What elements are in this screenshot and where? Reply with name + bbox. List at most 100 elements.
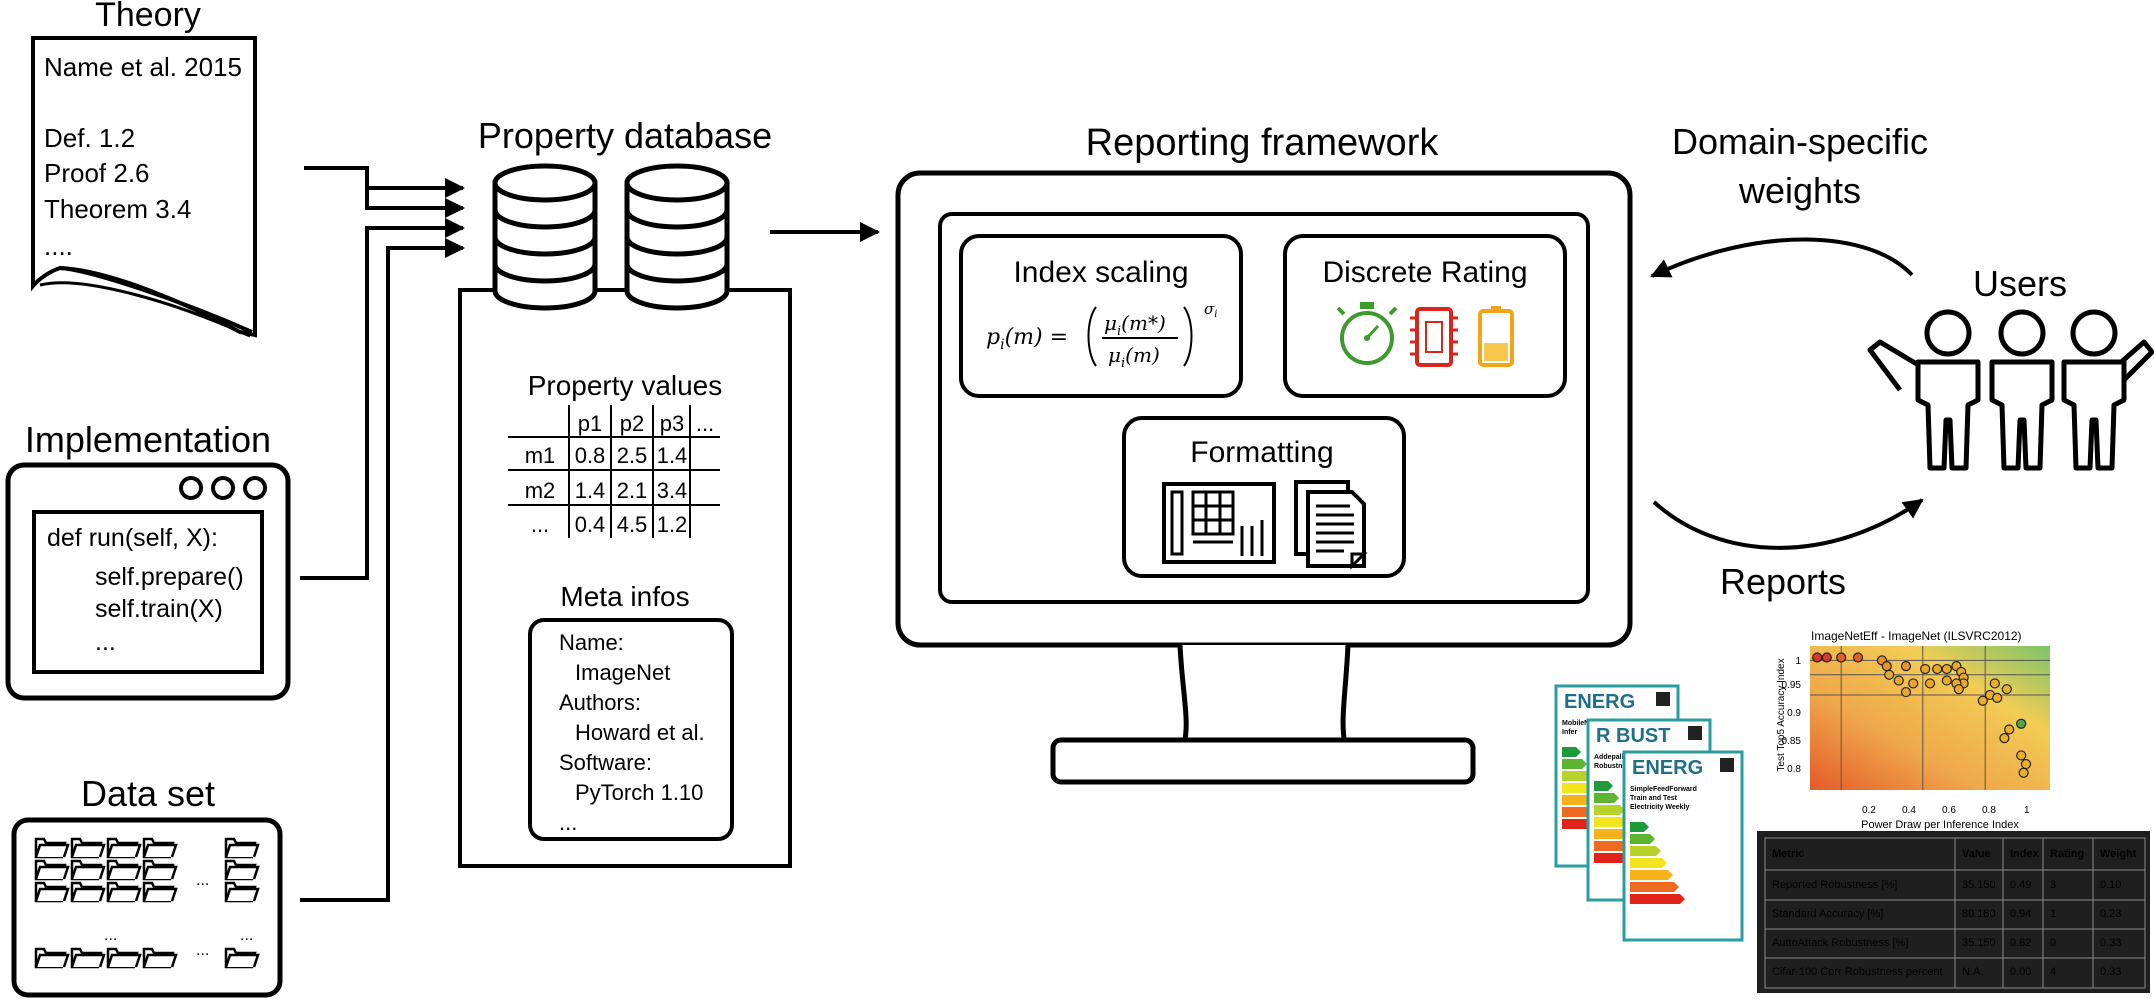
rating-bar [1630,846,1661,856]
formatting-title: Formatting [1190,436,1333,469]
scatter-point [1932,663,1943,675]
folder-icon [34,947,70,969]
scatter-point [2016,750,2027,761]
scatter-point [1884,669,1895,680]
theory-line: .... [44,231,73,261]
index-formula: pi(m) = μi(m*) μi(m) σi [986,300,1217,371]
scatter-point [1920,663,1931,675]
metrics-cell: 0 [2050,937,2056,949]
rating-bar [1630,882,1679,892]
folder-icon [70,837,106,859]
database-icon [492,163,598,311]
document-icon [31,36,257,338]
rating-bar [1630,894,1685,904]
scatter-point [2004,724,2015,735]
folder-icon [224,837,260,859]
reports-label: Reports [1720,561,1846,602]
scatter-grid [1810,646,2050,790]
rating-bar [1594,793,1619,803]
metrics-cell: Standard Accuracy [%] [1772,908,1883,920]
scatter-point [1852,652,1864,663]
weights-label: weights [1738,170,1861,211]
table-cell: 0.8 [575,443,606,468]
rating-bar [1562,759,1587,769]
scatter-point [1953,684,1964,695]
rating-bar [1630,822,1649,832]
scatter-point [2016,718,2027,729]
svg-text:μi(m): μi(m) [1108,343,1160,371]
scatter-point [1881,661,1892,672]
framework-title: Reporting framework [1086,122,1440,164]
scatter-point [1900,686,1912,698]
x-tick: 0.2 [1862,805,1876,816]
person-icon [2061,309,2127,471]
ellipsis: ... [196,872,209,889]
scatter-points [1812,652,2032,778]
property-db-title: Property database [478,115,772,156]
code-line: ... [95,628,116,656]
window-dot-icon [179,476,203,500]
scatter-point [1992,692,2003,703]
rating-bar [1594,817,1631,827]
meta-line: PyTorch 1.10 [575,780,703,805]
rating-bar [1594,805,1625,815]
stopwatch-icon [1336,302,1398,365]
ellipsis: ... [196,942,209,959]
x-tick: 0.6 [1942,805,1956,816]
theory-line: Name et al. 2015 [44,52,242,82]
label-text: SimpleFeedForward [1630,786,1697,793]
metrics-cell: 1 [2050,908,2056,920]
table-layout-icon [1162,482,1276,564]
person-icon [1915,309,1981,471]
property-values-title: Property values [528,370,723,401]
metrics-cell: 0.49 [2010,879,2031,891]
ram-chip-icon [1410,307,1458,367]
dataset-title: Data set [81,773,215,814]
rating-bar [1630,858,1667,868]
metrics-header: Value [1962,848,1991,860]
reporting-framework: Reporting framework Index scaling pi(m) … [895,122,1633,785]
metrics-header: Weight [2100,848,2137,860]
meta-line: ImageNet [575,660,670,685]
scatter-point [1977,695,1988,706]
users-title: Users [1973,263,2067,304]
scatter-point [1836,652,1847,663]
metrics-header: Index [2010,848,2040,860]
y-tick: 1 [1795,656,1801,667]
scatter-title: ImageNetEff - ImageNet (ILSVRC2012) [1811,629,2022,643]
y-tick: 0.95 [1782,680,1802,691]
y-tick: 0.8 [1787,764,1801,775]
code-panel [32,510,264,674]
rating-bar [1594,781,1613,791]
table-cell: ... [531,512,549,537]
table-cell: 0.4 [575,512,606,537]
table-cell: 1.2 [657,512,688,537]
theory-line: Proof 2.6 [44,158,150,188]
ellipsis: ... [240,927,253,944]
meta-line: Authors: [559,690,641,715]
database-icon [624,163,730,311]
table-cell: m1 [525,443,556,468]
property-database: Property database Property values p1 p2 … [458,115,792,868]
weights-label: Domain-specific [1672,121,1928,162]
metrics-cell: 0.23 [2100,908,2121,920]
index-scaling-title: Index scaling [1013,256,1188,289]
x-tick: 0.8 [1982,805,1996,816]
metrics-header: Metric [1772,848,1804,860]
metrics-table: Metric Value Index Rating Weight Reporte… [1757,831,2150,993]
meta-line: Name: [559,630,624,655]
metrics-cell: Reported Robustness [%] [1772,879,1897,891]
y-tick: 0.9 [1787,708,1801,719]
scatter-point [1941,663,1952,675]
folder-icon [142,881,178,903]
input-connectors [300,166,880,902]
table-cell: 1.4 [657,443,688,468]
scatter-point [2020,758,2032,770]
rating-bar [1562,771,1593,781]
metrics-cell: 3 [2050,879,2056,891]
code-line: self.prepare() [95,563,244,591]
window-dot-icon [211,476,235,500]
scatter-point [1999,733,2010,744]
